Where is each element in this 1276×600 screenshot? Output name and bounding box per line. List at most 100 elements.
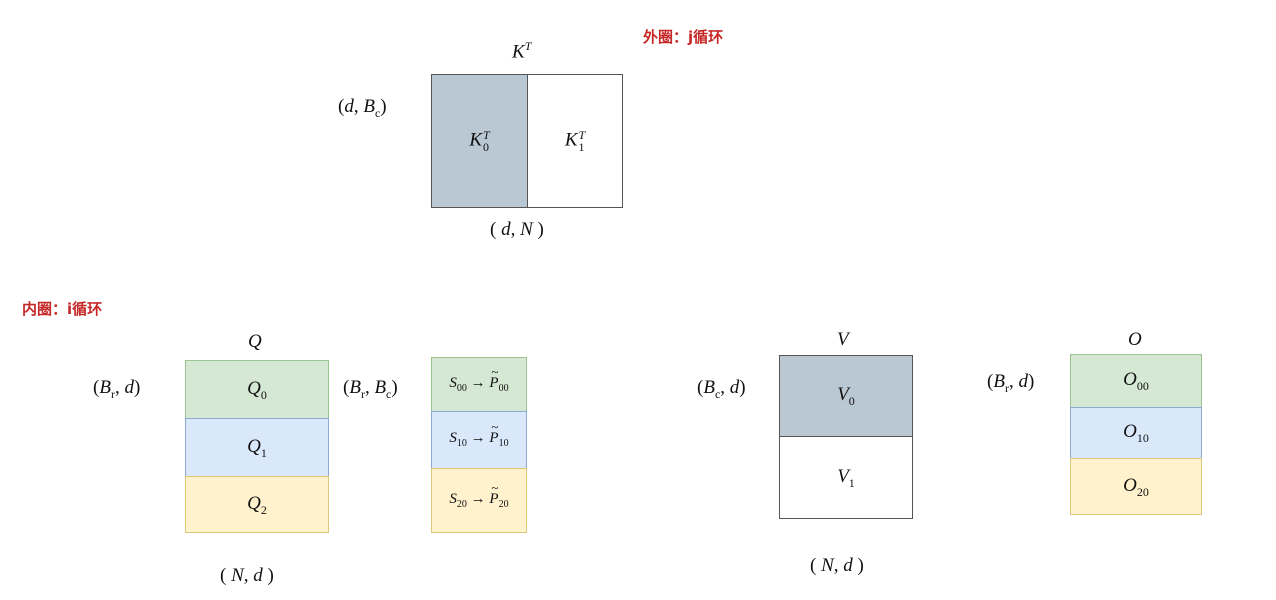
math-subscript: c <box>714 386 721 401</box>
s-block-1-label: S10 → P10 <box>449 420 509 449</box>
o-block-shape: (Br, d) <box>987 372 1034 394</box>
v-block-1: V1 <box>779 436 913 519</box>
o-block-0: O00 <box>1070 354 1202 408</box>
outer-loop-note: 外圈：j循环 <box>643 28 724 46</box>
q-block-0-label: Q0 <box>247 379 267 401</box>
math-symbol: Q <box>247 492 261 514</box>
math-symbol: K <box>512 41 525 63</box>
math-symbol: K <box>564 129 578 151</box>
o-block-2: O20 <box>1070 458 1202 515</box>
q-title: Q <box>248 332 262 351</box>
v-block-0: V0 <box>779 355 913 437</box>
q-block-1-label: Q1 <box>247 437 267 459</box>
math-symbol: B <box>993 371 1005 392</box>
math-symbol: ( <box>810 555 822 576</box>
math-symbol: , <box>833 555 844 576</box>
math-subscript: c <box>374 105 381 120</box>
s-block-0-label: S00 → P00 <box>449 365 509 394</box>
math-symbol: N <box>520 219 533 240</box>
q-block-shape: (Br, d) <box>93 378 140 400</box>
math-symbol: , <box>1008 371 1019 392</box>
math-symbol: ) <box>380 96 387 117</box>
q-block-1: Q1 <box>185 418 329 477</box>
o-block-1: O10 <box>1070 407 1202 459</box>
math-symbol: N <box>821 555 834 576</box>
math-symbol: , <box>720 377 730 398</box>
math-symbol: V <box>837 329 849 350</box>
s-block-2-label: S20 → P20 <box>449 481 509 510</box>
math-subscript: 1 <box>848 475 855 490</box>
kt-title: KT <box>512 40 531 61</box>
math-symbol: P <box>489 420 498 446</box>
math-symbol: d <box>729 377 740 398</box>
math-symbol: ( <box>697 377 704 398</box>
s-block-shape: (Br, Bc) <box>343 378 398 400</box>
math-symbol: Q <box>247 435 261 457</box>
s-block-2: S20 → P20 <box>431 468 527 533</box>
math-symbol: P <box>489 365 498 391</box>
v-block-shape: (Bc, d) <box>697 378 746 400</box>
s-block-1: S10 → P10 <box>431 411 527 469</box>
math-symbol: O <box>1123 369 1137 391</box>
kt-shape: ( d, N ) <box>490 220 544 239</box>
math-subscript: 00 <box>498 382 509 394</box>
math-subscript: 2 <box>260 502 267 517</box>
math-symbol: B <box>363 96 375 117</box>
math-symbol: ( <box>987 371 994 392</box>
math-symbol: ) <box>262 565 274 586</box>
math-symbol: S <box>449 490 457 507</box>
math-symbol: d <box>344 96 354 117</box>
math-subscript: 0 <box>483 140 489 154</box>
math-symbol: ) <box>739 377 746 398</box>
math-symbol: d <box>124 377 134 398</box>
math-subscript: r <box>110 386 115 401</box>
math-subscript: 1 <box>260 445 267 460</box>
math-symbol: P <box>489 481 498 507</box>
v-shape: ( N, d ) <box>810 556 864 575</box>
math-symbol: → <box>466 430 490 446</box>
math-symbol: , <box>510 219 521 240</box>
q-block-0: Q0 <box>185 360 329 419</box>
math-symbol: ) <box>133 377 141 398</box>
math-symbol: ) <box>852 555 864 576</box>
math-superscript: T <box>578 128 586 142</box>
v-block-0-label: V0 <box>837 385 855 407</box>
o-title: O <box>1128 330 1142 349</box>
v-title: V <box>837 330 849 349</box>
math-subscript: 1 <box>578 140 585 154</box>
math-symbol: , <box>114 377 125 398</box>
math-symbol: K <box>469 129 482 151</box>
math-symbol: d <box>253 565 263 586</box>
o-block-1-label: O10 <box>1123 422 1149 444</box>
math-subscript: 00 <box>1136 378 1149 393</box>
math-symbol: O <box>1128 329 1142 350</box>
q-shape: ( N, d ) <box>220 566 274 585</box>
math-symbol: S <box>449 374 457 391</box>
math-symbol: ) <box>1027 371 1035 392</box>
math-symbol: N <box>231 565 244 586</box>
math-symbol: V <box>837 384 849 406</box>
math-symbol: ) <box>391 377 398 398</box>
math-symbol: O <box>1123 474 1137 496</box>
math-subscript: 10 <box>498 438 509 449</box>
math-superscript: T <box>524 39 532 53</box>
math-symbol: ( <box>93 377 100 398</box>
math-subscript: c <box>386 386 392 401</box>
q-block-2-label: Q2 <box>247 494 267 516</box>
s-block-0: S00 → P00 <box>431 357 527 412</box>
o-block-2-label: O20 <box>1123 476 1149 498</box>
math-symbol: d <box>843 555 853 576</box>
math-subscript: 20 <box>1136 484 1149 499</box>
math-subscript: 20 <box>498 498 509 510</box>
math-symbol: ( <box>338 96 345 117</box>
math-symbol: B <box>703 377 715 398</box>
v-block-1-label: V1 <box>837 467 855 489</box>
math-symbol: ( <box>490 219 502 240</box>
math-subscript: 0 <box>260 387 267 402</box>
math-symbol: ( <box>220 565 232 586</box>
